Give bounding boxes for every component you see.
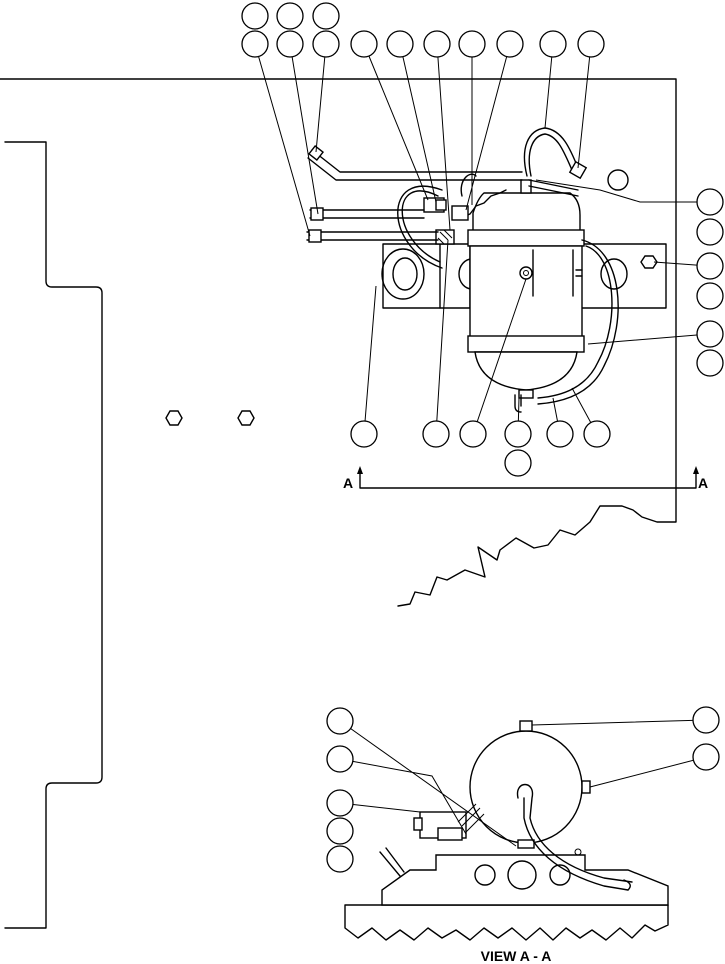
- callout-balloon: [696, 252, 724, 280]
- section-line-a-a: [357, 466, 699, 489]
- callout-balloon: [312, 2, 340, 30]
- callout-balloon: [326, 789, 354, 817]
- hex-nut-right: [237, 410, 255, 426]
- callout-balloon: [241, 30, 269, 58]
- callout-balloon: [459, 420, 487, 448]
- view-caption: VIEW A - A: [481, 948, 552, 964]
- callout-balloon: [696, 349, 724, 377]
- callout-balloon: [692, 743, 720, 771]
- air-tank-top-view: [467, 179, 585, 399]
- callout-balloon: [241, 2, 269, 30]
- callout-balloon: [386, 30, 414, 58]
- leader-lines-top: [254, 43, 710, 435]
- callout-balloon: [423, 30, 451, 58]
- callout-balloon: [276, 2, 304, 30]
- callout-balloon: [546, 420, 574, 448]
- callout-balloon: [504, 449, 532, 477]
- callout-balloon: [496, 30, 524, 58]
- leader-lines-view: [339, 719, 707, 847]
- callout-balloon: [539, 30, 567, 58]
- callout-balloon: [692, 706, 720, 734]
- callout-balloon: [312, 30, 340, 58]
- callout-balloon: [583, 420, 611, 448]
- callout-balloon: [422, 420, 450, 448]
- callout-balloons-top: [241, 2, 724, 477]
- callout-balloon: [696, 282, 724, 310]
- callout-balloon: [350, 30, 378, 58]
- callout-balloon: [458, 30, 486, 58]
- callout-balloon: [577, 30, 605, 58]
- hex-nut-left: [165, 410, 183, 426]
- section-marker-left: A: [343, 475, 353, 491]
- callout-balloon: [276, 30, 304, 58]
- section-marker-right: A: [698, 475, 708, 491]
- callout-balloon: [696, 218, 724, 246]
- callout-balloons-view: [326, 706, 720, 873]
- view-a-a-detail: [344, 720, 669, 941]
- callout-balloon: [696, 188, 724, 216]
- cutaway-detail: [423, 189, 507, 245]
- callout-balloon: [326, 745, 354, 773]
- air-lines: [306, 127, 619, 413]
- callout-balloon: [696, 320, 724, 348]
- callout-balloon: [504, 420, 532, 448]
- callout-balloon: [326, 707, 354, 735]
- callout-balloon: [326, 845, 354, 873]
- callout-balloon: [326, 817, 354, 845]
- frame-outline: [0, 78, 677, 929]
- callout-balloon: [350, 420, 378, 448]
